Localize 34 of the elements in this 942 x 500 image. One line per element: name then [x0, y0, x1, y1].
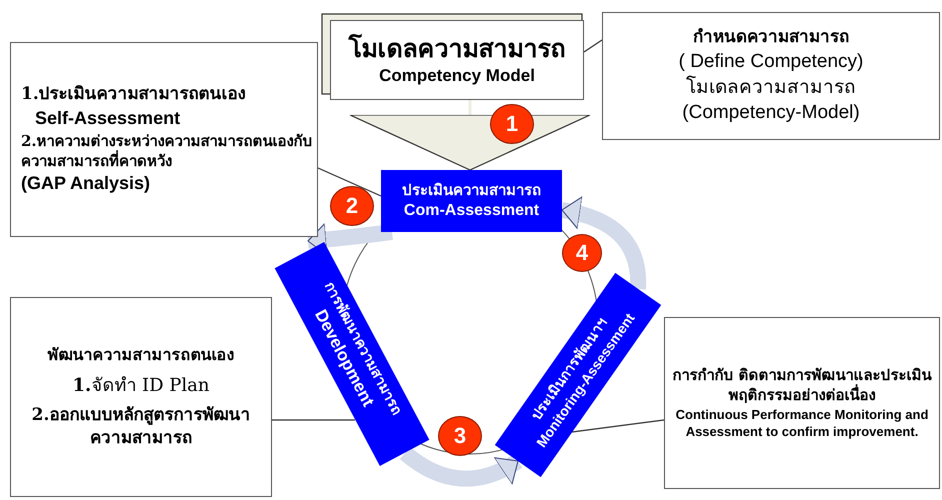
stage-label: Com-Assessment	[404, 201, 540, 222]
callout-text: พัฒนาความสามารถตนเอง	[48, 344, 234, 366]
down-arrow	[349, 100, 591, 171]
step-number-circle: 1	[490, 104, 534, 144]
leader-line	[318, 167, 382, 197]
callout-box	[10, 297, 272, 497]
callout-text: โมเดลความสามารถ	[348, 32, 566, 65]
callout-box	[10, 42, 318, 237]
leader-line	[572, 419, 664, 433]
callout-text: การกำกับ ติดตามการพัฒนาและประเมินพฤติกรรมอย่างต่อเนื่อง	[671, 365, 933, 406]
callout-box	[664, 317, 940, 489]
leader-line	[584, 40, 602, 52]
callout-text: Competency Model	[379, 65, 535, 88]
step-number-circle: 3	[438, 416, 482, 456]
cycle-arrow	[400, 446, 522, 487]
callout-text: (GAP Analysis)	[21, 172, 150, 196]
leader-line	[272, 419, 355, 421]
stage-label: ประเมินความสามารถ	[402, 180, 541, 200]
callout-text: 2.ออกแบบหลักสูตรการพัฒนาความสามารถ	[30, 404, 252, 450]
cycle-arrow	[560, 197, 646, 290]
step-number-circle: 2	[330, 186, 374, 226]
callout-box	[330, 20, 584, 100]
callout-box	[602, 12, 940, 140]
callout-text: 1.ประเมินความสามารถตนเอง	[21, 83, 246, 106]
callout-text: 2.หาความต่างระหว่างความสามารถตนเองกับความสามารถที่คาดหวัง	[21, 130, 314, 172]
callout-text: Continuous Performance Monitoring and Assessment to confirm improvement.	[674, 406, 930, 441]
callout-text: โมเดลความสามารถ	[686, 74, 856, 100]
callout-text: ( Define Competency)	[678, 50, 864, 74]
callout-text: (Competency-Model)	[682, 101, 860, 126]
step-number-circle: 4	[562, 234, 602, 272]
callout-text: 1.จัดทำ ID Plan	[72, 374, 210, 398]
stage-banner	[381, 170, 562, 232]
callout-text: Self-Assessment	[34, 107, 180, 130]
callout-text: กำหนดความสามารถ	[693, 26, 849, 49]
